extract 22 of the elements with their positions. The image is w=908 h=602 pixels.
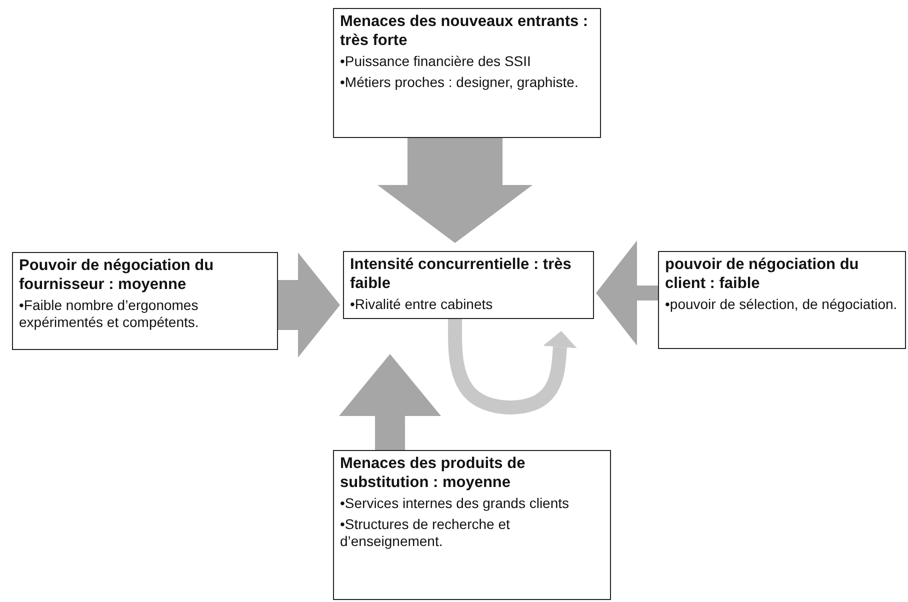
arrow — [378, 138, 532, 243]
bullet-point: •Puissance financière des SSII — [340, 53, 532, 70]
arrow — [596, 240, 658, 346]
box-heading: pouvoir de négociation du client : faible — [665, 255, 860, 293]
bullet-point: •Services internes des grands clients — [340, 495, 570, 512]
bullet-point: •Métiers proches : designer, graphiste. — [340, 74, 580, 91]
bullet-point: •Rivalité entre cabinets — [350, 296, 494, 313]
text-box — [658, 251, 906, 349]
text-box — [12, 252, 278, 350]
text-box — [333, 8, 601, 138]
text-box — [333, 450, 611, 600]
text-box — [343, 251, 594, 319]
box-heading: Intensité concurrentielle : très faible — [350, 255, 572, 293]
bullet-point: •Structures de recherche et d’enseignement. — [340, 516, 511, 550]
arrow — [278, 252, 340, 358]
bullet-point: •Faible nombre d’ergonomes expérimentés et compétents. — [19, 297, 200, 331]
arrow — [448, 319, 577, 414]
box-heading: Menaces des produits de substitution : moyenne — [340, 454, 526, 492]
box-heading: Pouvoir de négociation du fournisseur : moyenne — [19, 256, 215, 294]
bullet-point: •pouvoir de sélection, de négociation. — [665, 296, 898, 313]
box-heading: Menaces des nouveaux entrants : très forte — [340, 12, 590, 50]
arrow — [339, 354, 441, 450]
